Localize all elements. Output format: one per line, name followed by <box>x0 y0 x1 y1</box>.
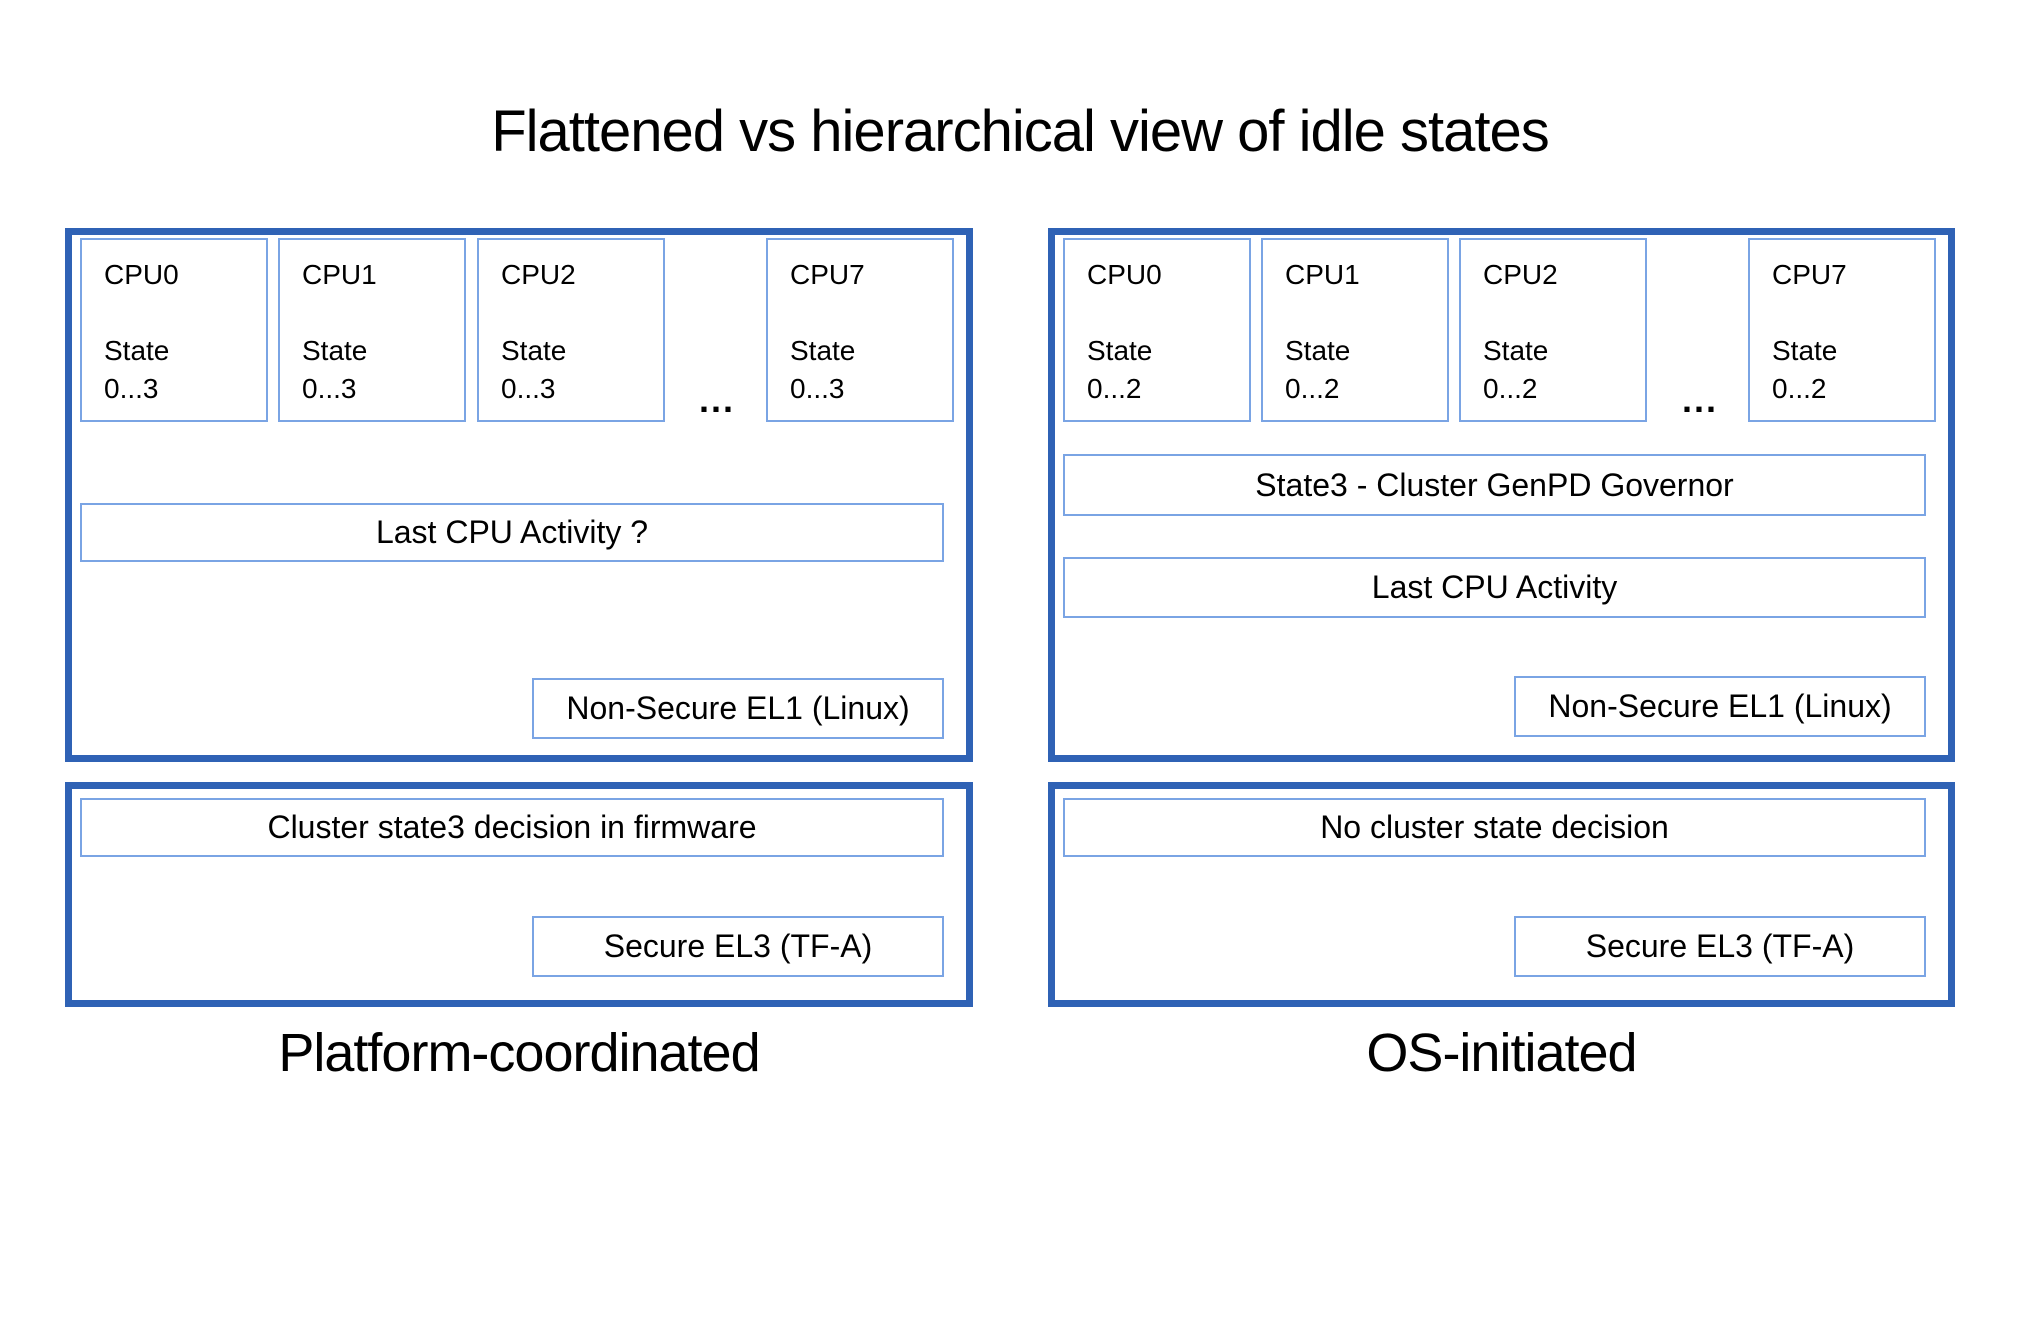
cpu-box: CPU2 State 0...3 <box>477 238 665 422</box>
cpu-box: CPU1 State 0...3 <box>278 238 466 422</box>
cpu-name: CPU1 <box>302 259 377 290</box>
cpu-state-range: 0...2 <box>1285 373 1340 404</box>
cpu-state-word: State <box>1285 335 1351 366</box>
cpu-state-range: 0...2 <box>1772 373 1827 404</box>
cpu-name: CPU0 <box>1087 259 1162 290</box>
cpu-state-word: State <box>1483 335 1549 366</box>
nonsecure-el1-box: Non-Secure EL1 (Linux) <box>532 678 944 739</box>
cpu-name: CPU2 <box>501 259 576 290</box>
cpu-state-range: 0...3 <box>790 373 845 404</box>
cpu-state-word: State <box>104 335 170 366</box>
cpu-name: CPU7 <box>1772 259 1847 290</box>
cpu-ellipsis: ... <box>698 379 735 420</box>
secure-el3-box: Secure EL3 (TF-A) <box>1514 916 1926 977</box>
cpu-state-word: State <box>790 335 856 366</box>
cpu-name: CPU1 <box>1285 259 1360 290</box>
cpu-name: CPU2 <box>1483 259 1558 290</box>
secure-el3-box: Secure EL3 (TF-A) <box>532 916 944 977</box>
cpu-name: CPU0 <box>104 259 179 290</box>
cpu-box: CPU7 State 0...3 <box>766 238 954 422</box>
cpu-box: CPU2 State 0...2 <box>1459 238 1647 422</box>
slide-title: Flattened vs hierarchical view of idle s… <box>491 99 1550 164</box>
cpu-state-word: State <box>1772 335 1838 366</box>
no-cluster-decision-box: No cluster state decision <box>1063 798 1926 857</box>
cpu-name: CPU7 <box>790 259 865 290</box>
cpu-state-range: 0...3 <box>302 373 357 404</box>
cpu-state-range: 0...3 <box>501 373 556 404</box>
cpu-state-range: 0...2 <box>1087 373 1142 404</box>
cpu-state-word: State <box>501 335 567 366</box>
cluster-decision-box: Cluster state3 decision in firmware <box>80 798 944 857</box>
cpu-state-range: 0...2 <box>1483 373 1538 404</box>
last-cpu-activity-box: Last CPU Activity ? <box>80 503 944 562</box>
last-cpu-activity-box: Last CPU Activity <box>1063 557 1926 618</box>
cpu-state-range: 0...3 <box>104 373 159 404</box>
cpu-box: CPU1 State 0...2 <box>1261 238 1449 422</box>
cpu-ellipsis: ... <box>1681 379 1718 420</box>
cpu-box: CPU0 State 0...2 <box>1063 238 1251 422</box>
cpu-box: CPU7 State 0...2 <box>1748 238 1936 422</box>
genpd-governor-box: State3 - Cluster GenPD Governor <box>1063 454 1926 516</box>
cpu-state-word: State <box>302 335 368 366</box>
left-panel-label: Platform-coordinated <box>278 1023 760 1083</box>
nonsecure-el1-box: Non-Secure EL1 (Linux) <box>1514 676 1926 737</box>
cpu-state-word: State <box>1087 335 1153 366</box>
right-panel-label: OS-initiated <box>1366 1023 1637 1083</box>
cpu-box: CPU0 State 0...3 <box>80 238 268 422</box>
